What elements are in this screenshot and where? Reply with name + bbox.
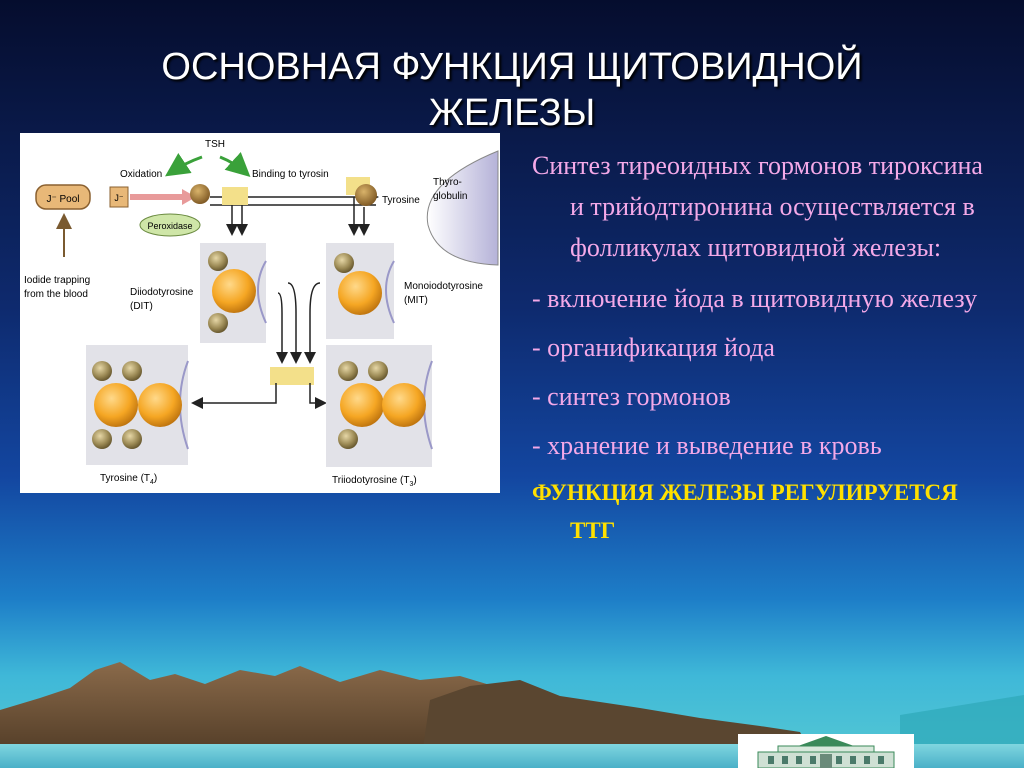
list-item: - хранение и выведение в кровь: [532, 431, 882, 460]
t3-core-2: [382, 383, 426, 427]
t3-iodine-2: [368, 361, 388, 381]
slide-body: Синтез тиреоидных гормонов тироксина и т…: [532, 145, 1002, 550]
thyroglobulin-label-1: Thyro-: [433, 177, 462, 188]
tsh-arrow-right: [219, 152, 251, 178]
t4-core-2: [138, 383, 182, 427]
trapping-label-1: Iodide trapping: [24, 275, 90, 286]
dit-iodine-1: [208, 251, 228, 271]
mit-core: [338, 271, 382, 315]
mit-iodine: [334, 253, 354, 273]
list-item: - органификация йода: [532, 333, 775, 362]
intro-text: Синтез тиреоидных гормонов тироксина и т…: [532, 151, 983, 262]
t4-iodine-4: [122, 429, 142, 449]
t3-iodine-1: [338, 361, 358, 381]
dit-core: [212, 269, 256, 313]
trapping-label-2: from the blood: [24, 289, 88, 300]
binding-label: Binding to tyrosin: [252, 169, 329, 180]
mit-label-2: (MIT): [404, 295, 428, 306]
dit-label-2: (DIT): [130, 301, 153, 312]
t4-iodine-1: [92, 361, 112, 381]
mit-label-1: Monoiodotyrosine: [404, 281, 483, 292]
t4-iodine-3: [92, 429, 112, 449]
thyroid-synthesis-diagram: J⁻ Pool J⁻ Oxidation TSH Binding to tyro…: [20, 133, 500, 493]
t4-iodine-2: [122, 361, 142, 381]
thyroglobulin-label-2: globulin: [433, 191, 467, 202]
regulation-note: ФУНКЦИЯ ЖЕЛЕЗЫ РЕГУЛИРУЕТСЯ ТТГ: [532, 480, 958, 543]
arrow-to-t4: [191, 383, 277, 409]
list-item: - включение йода в щитовидную железу: [532, 284, 978, 313]
tsh-arrow-left: [165, 153, 203, 177]
tyrosine-label: Tyrosine: [382, 195, 420, 206]
t3-core-1: [340, 383, 384, 427]
iodide-ion-label: J⁻: [114, 193, 124, 203]
t3-iodine-3: [338, 429, 358, 449]
arrow-to-t3: [309, 383, 327, 409]
t4-core-1: [94, 383, 138, 427]
list-item: - синтез гормонов: [532, 382, 731, 411]
iodide-ion-box: [109, 186, 129, 208]
coupling-site: [270, 367, 314, 385]
peroxidase-enzyme: [139, 213, 201, 237]
thyroglobulin-shape: [426, 150, 499, 266]
slide-title: ОСНОВНАЯ ФУНКЦИЯ ЩИТОВИДНОЙ ЖЕЛЕЗЫ: [161, 46, 863, 134]
oxidized-iodine: [190, 184, 210, 204]
iodide-pool-label: J⁻ Pool: [46, 194, 79, 205]
tyrosine-orb: [355, 184, 377, 206]
t3-label: Triiodotyrosine (T3): [332, 475, 417, 488]
dit-label-1: Diiodotyrosine: [130, 287, 194, 298]
peroxidase-label: Peroxidase: [147, 221, 192, 231]
t4-label: Tyrosine (T4): [100, 473, 157, 486]
iodide-pool-box: [35, 184, 91, 210]
dit-iodine-2: [208, 313, 228, 333]
tsh-label: TSH: [205, 139, 225, 150]
oxidation-label: Oxidation: [120, 169, 162, 180]
binding-site-1: [222, 187, 248, 205]
building-image: [738, 734, 914, 768]
